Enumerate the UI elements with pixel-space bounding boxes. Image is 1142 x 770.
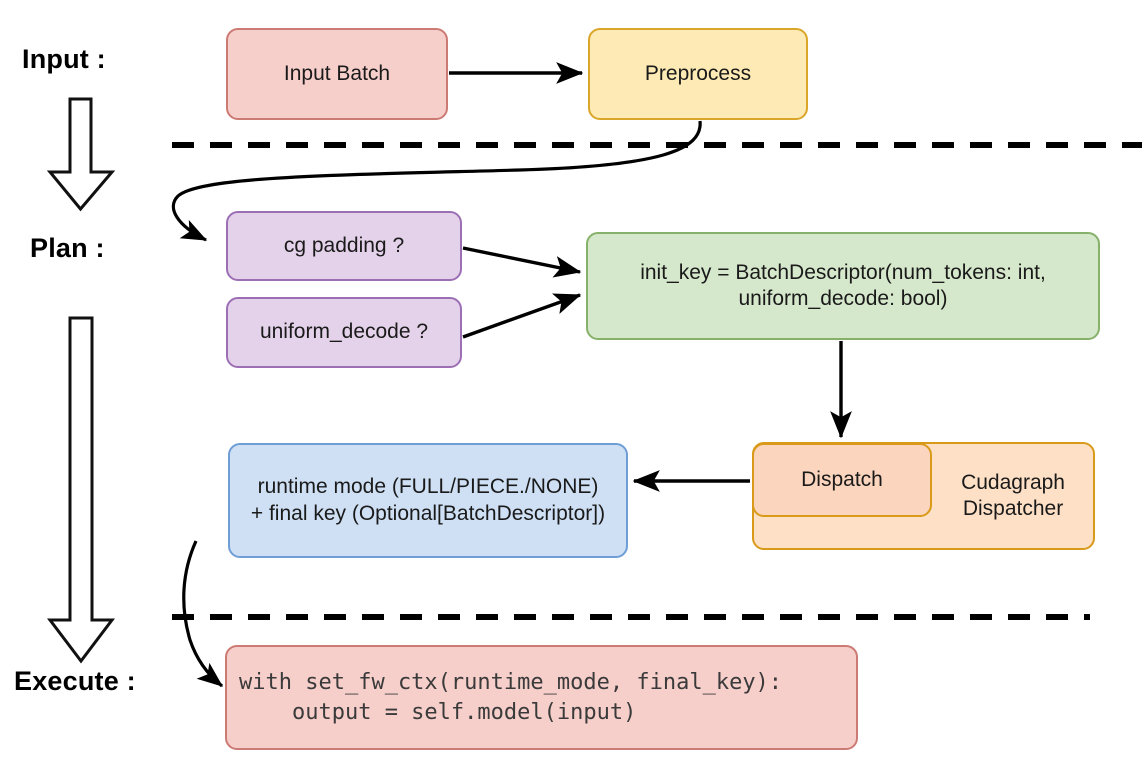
stage-label-execute: Execute : xyxy=(14,666,136,696)
node-cg-padding[interactable]: cg padding ? xyxy=(226,211,462,281)
node-preprocess[interactable]: Preprocess xyxy=(588,28,808,120)
stage-arrow-plan-to-execute xyxy=(46,316,116,664)
node-runtime-mode[interactable]: runtime mode (FULL/PIECE./NONE) + final … xyxy=(228,443,628,558)
stage-label-input: Input : xyxy=(22,44,106,74)
cudagraph-dispatcher-label: Cudagraph Dispatcher xyxy=(961,471,1065,521)
arrow-uniform-decode-to-init-key xyxy=(462,293,582,339)
arrow-cg-padding-to-init-key xyxy=(462,246,582,278)
node-uniform-decode[interactable]: uniform_decode ? xyxy=(226,297,462,368)
node-input-batch[interactable]: Input Batch xyxy=(226,28,448,120)
stage-label-plan: Plan : xyxy=(30,233,105,263)
arrow-runtime-mode-to-execute xyxy=(182,540,223,688)
node-dispatch[interactable]: Dispatch xyxy=(752,443,932,517)
node-init-key[interactable]: init_key = BatchDescriptor(num_tokens: i… xyxy=(586,232,1100,340)
node-execute-code[interactable]: with set_fw_ctx(runtime_mode, final_key)… xyxy=(225,645,858,750)
stage-arrow-input-to-plan xyxy=(46,97,116,212)
